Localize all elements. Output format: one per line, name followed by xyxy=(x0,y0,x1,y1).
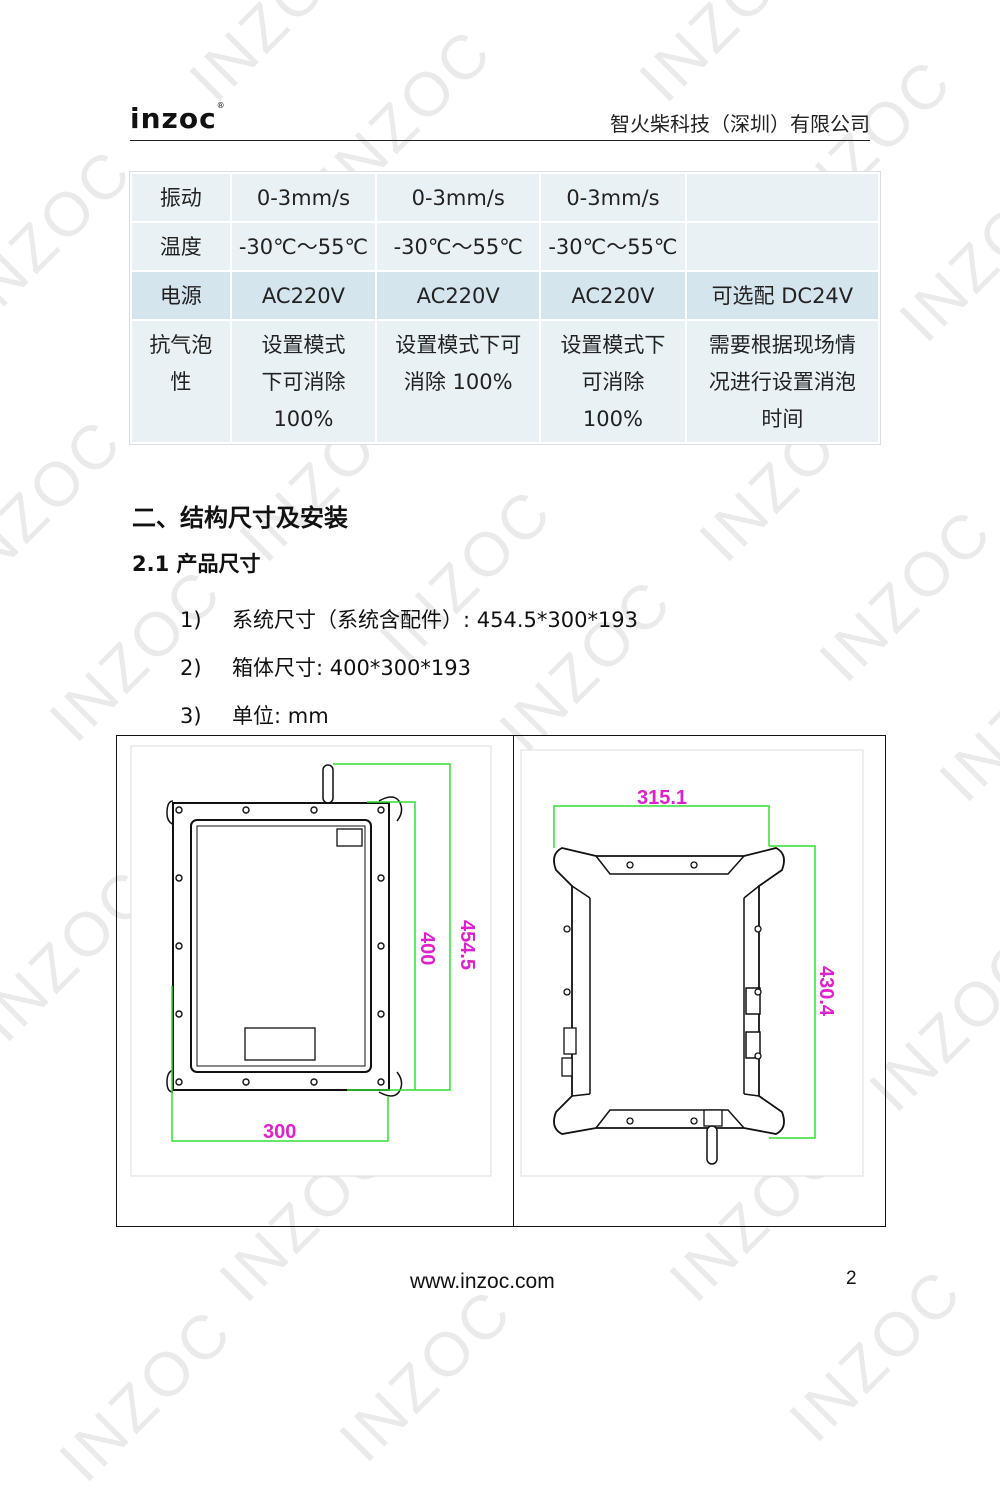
company-name: 智火柴科技（深圳）有限公司 xyxy=(610,112,870,136)
watermark: INZOC xyxy=(926,615,1000,816)
watermark: INZOC xyxy=(806,495,1000,696)
table-cell: 设置模式下可消除100% xyxy=(229,319,378,444)
table-cell: AC220V xyxy=(539,270,687,321)
table-row-power: 电源 AC220V AC220V AC220V 可选配 DC24V xyxy=(130,270,881,321)
watermark: INZOC xyxy=(886,155,1000,356)
list-text: 箱体尺寸: 400*300*193 xyxy=(232,656,471,680)
row-label: 温度 xyxy=(130,221,232,272)
table-cell: 需要根据现场情况进行设置消泡时间 xyxy=(684,319,881,444)
logo-text: inzoc xyxy=(130,102,217,135)
row-label: 振动 xyxy=(130,172,232,223)
dim-label-side-width: 315.1 xyxy=(637,787,687,809)
dim-label-side-height: 430.4 xyxy=(815,966,837,1017)
front-view-drawing: 454.5 400 300 xyxy=(117,736,514,1226)
table-row-vibration: 振动 0-3mm/s 0-3mm/s 0-3mm/s xyxy=(130,172,881,223)
dimension-list: 1) 系统尺寸（系统含配件）: 454.5*300*193 2) 箱体尺寸: 400… xyxy=(180,602,638,746)
company-logo: inzoc® xyxy=(130,100,226,135)
dim-label-box-height: 400 xyxy=(416,932,438,965)
table-cell: 设置模式下可消除 100% xyxy=(375,319,542,444)
list-text: 系统尺寸（系统含配件）: 454.5*300*193 xyxy=(232,608,639,632)
table-row-anti-bubble: 抗气泡性 设置模式下可消除100% 设置模式下可消除 100% 设置模式下可消除… xyxy=(130,319,881,444)
registered-mark: ® xyxy=(216,100,226,110)
list-text: 单位: mm xyxy=(232,704,329,728)
table-cell: 0-3mm/s xyxy=(539,172,687,223)
table-cell: 0-3mm/s xyxy=(229,172,378,223)
table-cell: -30℃～55℃ xyxy=(229,221,378,272)
table-cell: AC220V xyxy=(229,270,378,321)
table-cell: 可选配 DC24V xyxy=(684,270,881,321)
row-label: 抗气泡性 xyxy=(130,319,232,444)
table-cell: 0-3mm/s xyxy=(375,172,542,223)
footer-url[interactable]: www.inzoc.com xyxy=(410,1270,555,1293)
list-number: 1) xyxy=(180,608,202,632)
watermark: INZOC xyxy=(776,1255,977,1456)
list-item: 3) 单位: mm xyxy=(180,698,638,746)
page-number: 2 xyxy=(846,1268,857,1289)
table-cell: AC220V xyxy=(375,270,542,321)
list-number: 3) xyxy=(180,704,202,728)
table-cell: 设置模式下可消除100% xyxy=(539,319,687,444)
list-item: 1) 系统尺寸（系统含配件）: 454.5*300*193 xyxy=(180,602,638,650)
side-view-drawing: 315.1 430.4 xyxy=(514,736,885,1226)
side-view-svg: 315.1 430.4 xyxy=(520,749,864,1177)
table-cell: -30℃～55℃ xyxy=(539,221,687,272)
dim-label-width: 300 xyxy=(263,1121,296,1143)
list-item: 2) 箱体尺寸: 400*300*193 xyxy=(180,650,638,698)
table-cell xyxy=(684,221,881,272)
row-label: 电源 xyxy=(130,270,232,321)
spec-table: 振动 0-3mm/s 0-3mm/s 0-3mm/s 温度 -30℃～55℃ -… xyxy=(129,171,881,445)
dim-label-overall-height: 454.5 xyxy=(456,920,478,970)
watermark: INZOC xyxy=(46,1295,247,1496)
subsection-heading: 2.1 产品尺寸 xyxy=(132,552,261,576)
watermark: INZOC xyxy=(0,135,147,336)
section-heading: 二、结构尺寸及安装 xyxy=(132,504,348,532)
watermark: INZOC xyxy=(0,405,137,606)
dimension-drawings: 454.5 400 300 xyxy=(116,735,886,1227)
list-number: 2) xyxy=(180,656,202,680)
front-view-svg: 454.5 400 300 xyxy=(130,745,492,1177)
table-cell: -30℃～55℃ xyxy=(375,221,542,272)
page-header: inzoc® 智火柴科技（深圳）有限公司 xyxy=(130,96,870,141)
table-cell xyxy=(684,172,881,223)
table-row-temperature: 温度 -30℃～55℃ -30℃～55℃ -30℃～55℃ xyxy=(130,221,881,272)
watermark: INZOC xyxy=(326,1275,527,1476)
